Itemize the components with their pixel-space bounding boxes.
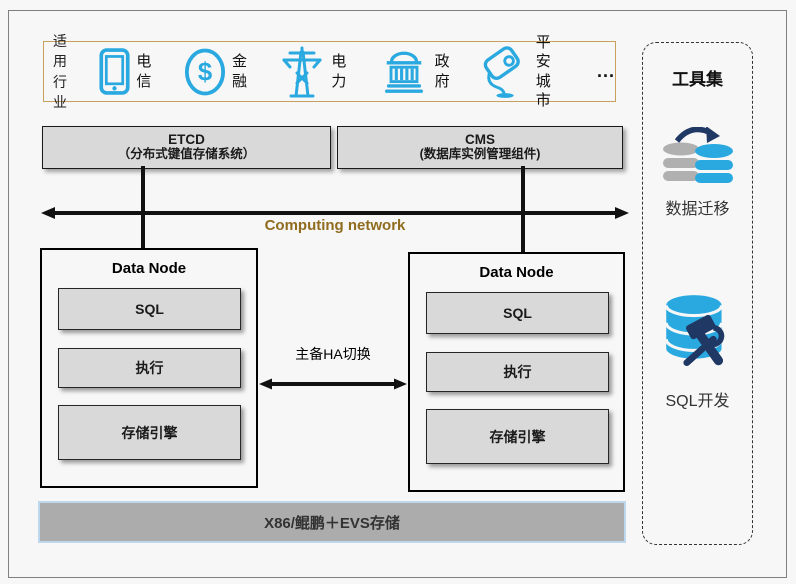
ha-switch-arrow [259, 377, 407, 391]
tool-label: SQL开发 [665, 393, 730, 410]
layer-storage-engine: 存储引擎 [58, 405, 241, 460]
computing-network-label: Computing network [264, 217, 406, 234]
industry-label: 金融 [231, 53, 247, 90]
sql-dev-icon [662, 291, 734, 375]
industry-finance: $ 金融 [184, 47, 260, 97]
toolset-title: 工具集 [672, 70, 723, 89]
layer-sql: SQL [58, 288, 241, 330]
cms-box: CMS (数据库实例管理组件) [337, 126, 623, 169]
cms-connector-line [521, 166, 525, 253]
industry-power: 电力 [279, 45, 359, 99]
industry-telecom: 电信 [99, 45, 165, 98]
etcd-name: ETCD [168, 131, 205, 147]
data-node-title: Data Node [479, 264, 554, 281]
svg-text:$: $ [198, 58, 212, 86]
data-migration-icon [661, 127, 735, 187]
industry-label: 政府 [434, 53, 450, 90]
government-building-icon [379, 48, 429, 96]
layer-storage-engine: 存储引擎 [426, 409, 609, 464]
industry-label: 电信 [136, 53, 152, 90]
infrastructure-label: X86/鲲鹏＋EVS存储 [264, 514, 400, 532]
cms-name: CMS [465, 131, 495, 147]
cms-desc: (数据库实例管理组件) [419, 147, 541, 162]
data-node-left: Data Node SQL 执行 存储引擎 [40, 248, 258, 488]
layer-sql: SQL [426, 292, 609, 334]
data-node-right: Data Node SQL 执行 存储引擎 [408, 252, 625, 492]
phone-icon [99, 45, 130, 98]
etcd-box: ETCD （分布式键值存储系统） [42, 126, 331, 169]
etcd-desc: （分布式键值存储系统） [117, 147, 256, 162]
power-tower-icon [279, 45, 325, 99]
ha-switch-label: 主备HA切换 [295, 346, 371, 362]
industry-government: 政府 [379, 48, 463, 96]
data-node-title: Data Node [111, 260, 187, 277]
industry-label: 平安 城市 [535, 33, 551, 110]
cctv-camera-icon [482, 45, 530, 99]
infrastructure-bar: X86/鲲鹏＋EVS存储 [38, 501, 626, 543]
tool-label: 数据迁移 [665, 201, 730, 218]
industries-ellipsis: ... [596, 61, 615, 81]
etcd-connector-line [141, 166, 145, 250]
industry-label: 电力 [331, 53, 347, 90]
toolset-panel: 工具集 数据迁移 [642, 42, 753, 545]
industries-title: 适用 行业 [53, 32, 67, 110]
industries-strip: 适用 行业 电信 $ 金融 [43, 33, 616, 110]
layer-execution: 执行 [426, 352, 609, 392]
industry-safe-city: 平安 城市 [482, 33, 564, 111]
dollar-coin-icon: $ [184, 47, 226, 97]
computing-network-arrow [40, 205, 630, 221]
layer-execution: 执行 [58, 348, 241, 388]
